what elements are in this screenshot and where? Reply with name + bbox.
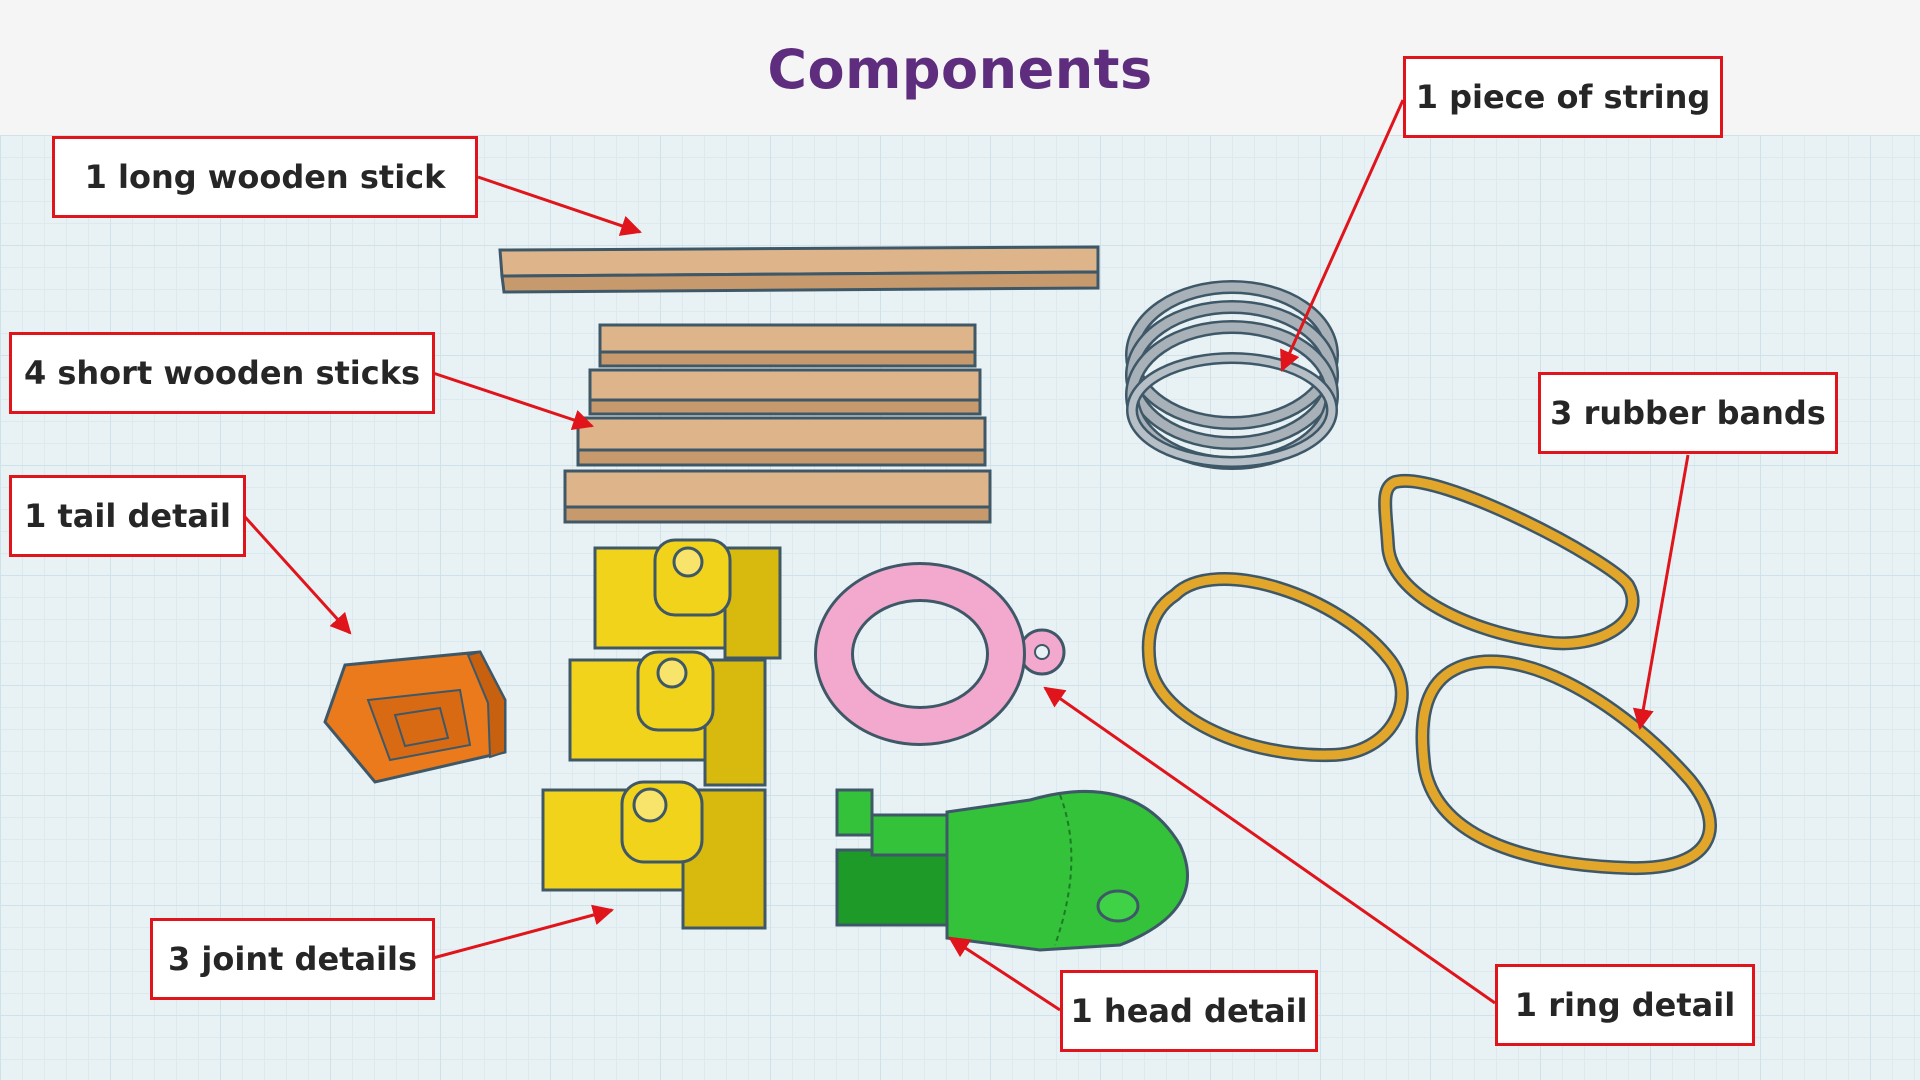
arrow-long-stick <box>478 177 640 232</box>
ring-detail <box>834 582 1064 726</box>
rubber-band <box>1385 481 1633 643</box>
tail-detail <box>325 652 505 782</box>
label-tail-detail: 1 tail detail <box>9 475 246 557</box>
joint-details <box>543 540 780 928</box>
label-short-wooden-sticks: 4 short wooden sticks <box>9 332 435 414</box>
label-head-detail: 1 head detail <box>1060 970 1318 1052</box>
rubber-band <box>1422 661 1710 868</box>
long-wooden-stick <box>500 247 1098 292</box>
arrow-short-sticks <box>433 373 592 426</box>
string-coil <box>1132 287 1332 463</box>
label-joint-details: 3 joint details <box>150 918 435 1000</box>
rubber-band <box>1149 579 1402 755</box>
label-ring-detail: 1 ring detail <box>1495 964 1755 1046</box>
short-stick <box>590 370 980 414</box>
short-wooden-sticks <box>565 325 990 522</box>
arrow-joints <box>433 910 612 958</box>
label-long-wooden-stick: 1 long wooden stick <box>52 136 478 218</box>
joint-detail <box>570 652 765 785</box>
label-piece-of-string: 1 piece of string <box>1403 56 1723 138</box>
short-stick <box>578 418 985 465</box>
short-stick <box>565 471 990 522</box>
arrow-tail <box>245 517 350 633</box>
rubber-bands <box>1149 481 1710 868</box>
joint-detail <box>595 540 780 658</box>
head-detail <box>837 790 1188 950</box>
short-stick <box>600 325 975 366</box>
arrow-string <box>1282 100 1403 370</box>
label-rubber-bands: 3 rubber bands <box>1538 372 1838 454</box>
joint-detail <box>543 782 765 928</box>
arrow-rubber-bands <box>1640 455 1688 728</box>
